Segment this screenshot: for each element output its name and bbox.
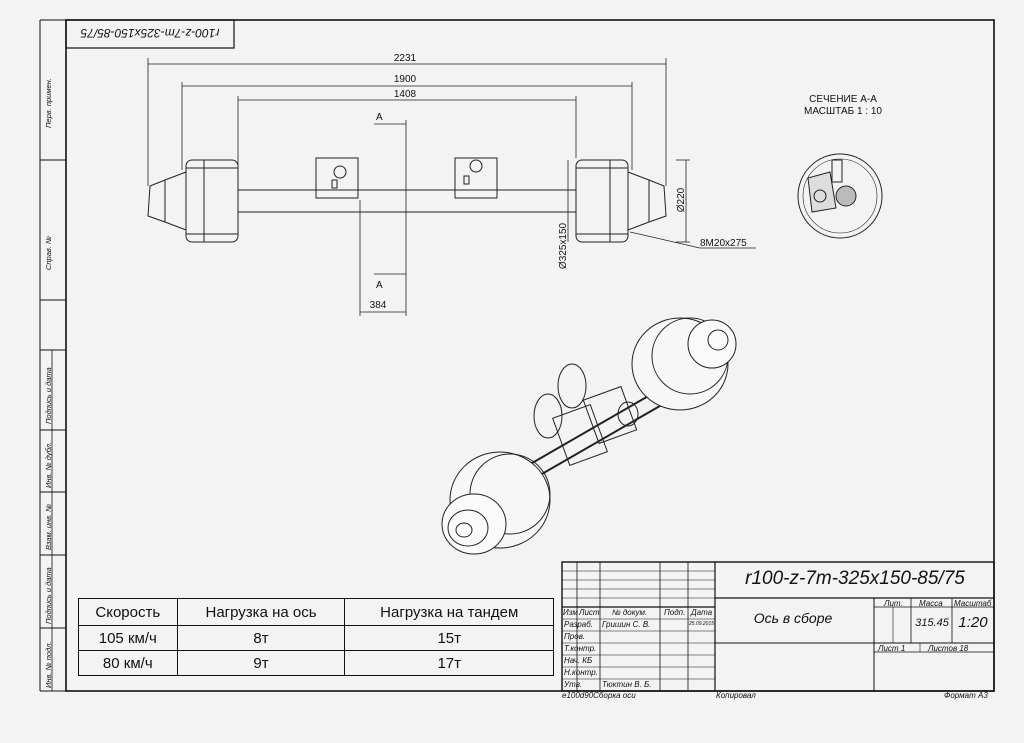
side-stamp-dup-inv: Инв. № дубл.: [44, 441, 53, 488]
dim-hub-diameter: Ø220: [676, 187, 687, 212]
sheet-number: Лист 1: [878, 644, 906, 653]
title-block-lines: [561, 561, 995, 692]
side-stamp-first-use: Перв. примен.: [44, 78, 53, 128]
side-stamp-replace-inv: Взам. инв. №: [44, 503, 53, 550]
dim-spring-base: 1408: [394, 89, 417, 100]
sheet-count: Листов 18: [928, 644, 969, 653]
hdr-signature: Подп.: [664, 608, 686, 617]
mirror-designation: r100-z-7m-325x150-85/75: [80, 26, 220, 40]
cell-speed: 80 км/ч: [78, 650, 178, 676]
cell-speed: 105 км/ч: [78, 625, 178, 651]
table-row: 80 км/ч 9т 17т: [78, 650, 554, 676]
row-developed: Разраб.: [564, 620, 593, 629]
hdr-change: Изм: [563, 608, 578, 617]
developer-name: Гришин С. В.: [602, 620, 651, 629]
row-approved: Утв.: [564, 680, 583, 689]
sheet-format: Формат А3: [944, 691, 988, 700]
approver-name: Тюктин В. Б.: [602, 680, 652, 689]
row-norm-control: Н.контр.: [564, 668, 598, 677]
lit-label: Лит.: [884, 599, 903, 608]
section-scale: МАСШТАБ 1 : 10: [804, 106, 882, 117]
scale-label: Масштаб: [954, 599, 992, 608]
dim-brake-drum: Ø325x150: [558, 222, 569, 269]
row-tech-control: Т.контр.: [564, 644, 597, 653]
dim-track: 1900: [394, 74, 417, 85]
row-checked: Пров.: [564, 632, 586, 641]
signature-date: 25.09.2015: [689, 621, 715, 627]
section-title: СЕЧЕНИЕ А-А: [809, 94, 877, 105]
dim-studs: 8M20x275: [700, 238, 747, 249]
file-name: e100d90Сборка оси: [562, 691, 636, 700]
drawing-title: Ось в сборе: [753, 610, 833, 626]
dim-overall: 2231: [394, 53, 417, 64]
dim-offset: 384: [370, 300, 387, 311]
mass-value: 315.45: [915, 617, 949, 629]
spec-table: Скорость Нагрузка на ось Нагрузка на тан…: [78, 598, 554, 676]
copied-by: Копировал: [716, 691, 756, 700]
section-view-drawing: [797, 153, 883, 239]
dimension-lines: [147, 58, 756, 316]
scale-value: 1:20: [958, 614, 988, 631]
axle-front-view: [147, 157, 667, 243]
mass-label: Масса: [919, 599, 943, 608]
cell-axle-load: 8т: [176, 625, 346, 651]
cell-tandem-load: 15т: [344, 625, 554, 651]
table-row: 105 км/ч 8т 15т: [78, 625, 554, 651]
drawing-designation: r100-z-7m-325x150-85/75: [745, 568, 965, 589]
side-stamp-signature-1: Подпись и дата: [44, 367, 53, 424]
side-stamp-orig-inv: Инв. № подл.: [44, 641, 53, 688]
cell-axle-load: 9т: [176, 650, 346, 676]
section-mark-top: А: [376, 112, 383, 123]
col-tandem-load: Нагрузка на тандем: [344, 598, 554, 626]
cell-tandem-load: 17т: [344, 650, 554, 676]
drawing-frame: [65, 19, 995, 692]
side-stamp-signature-2: Подпись и дата: [44, 567, 53, 624]
axle-isometric-view: [441, 317, 737, 555]
mirror-designation-box: [65, 19, 235, 49]
hdr-doc-number: № докум.: [612, 608, 648, 617]
side-stamp-ref-number: Справ. №: [44, 235, 53, 270]
row-head-kb: Нач. КБ: [564, 656, 593, 665]
col-speed: Скорость: [78, 598, 178, 626]
spec-table-header: Скорость Нагрузка на ось Нагрузка на тан…: [78, 598, 554, 626]
hdr-date: Дата: [691, 608, 713, 617]
col-axle-load: Нагрузка на ось: [176, 598, 346, 626]
hdr-sheet: Лист: [579, 608, 600, 617]
section-mark-bottom: А: [376, 280, 383, 291]
